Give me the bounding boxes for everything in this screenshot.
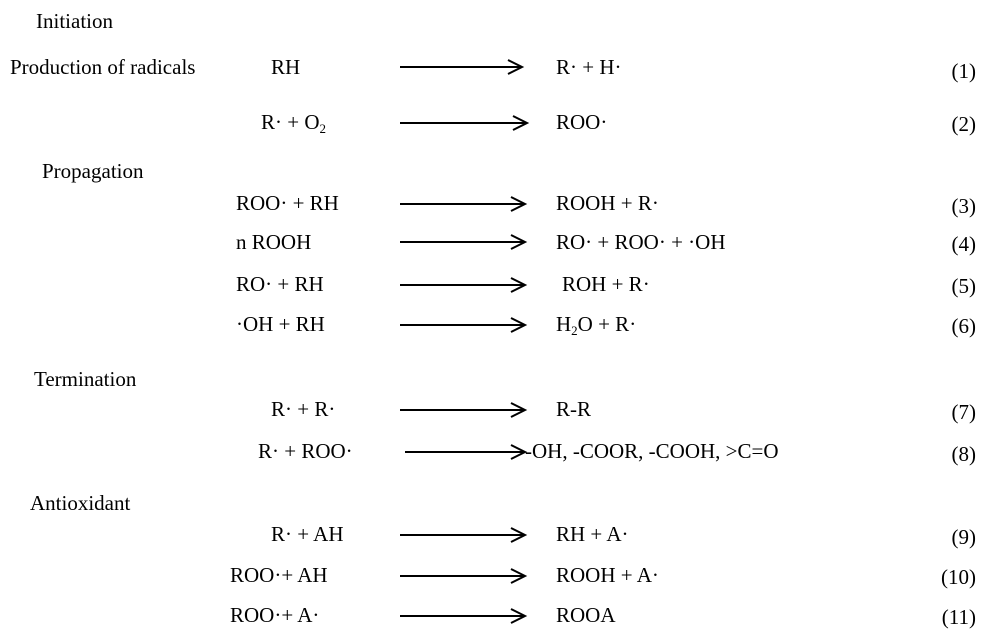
reaction-5-reactant: RO· + RH <box>236 272 324 296</box>
reaction-10-product: ROOH + A· <box>556 563 659 587</box>
arrow-11 <box>400 608 528 624</box>
reaction-6-number: (6) <box>951 314 977 338</box>
reaction-11-reactant: ROO·+ A· <box>230 603 320 627</box>
arrow-4 <box>400 234 528 250</box>
arrow-5 <box>400 277 528 293</box>
arrow-7 <box>400 402 528 418</box>
heading-termination: Termination <box>34 367 137 391</box>
arrow-2 <box>400 115 530 131</box>
arrow-1 <box>400 59 525 75</box>
reaction-6-product: H2O + R· <box>556 312 637 338</box>
reaction-9-reactant: R· + AH <box>271 522 344 546</box>
reaction-7-number: (7) <box>951 400 977 424</box>
reaction-3-reactant: ROO· + RH <box>236 191 339 215</box>
reaction-4-product: RO· + ROO· + ·OH <box>556 230 726 254</box>
reaction-8-number: (8) <box>951 442 977 466</box>
reaction-1-reactant: RH <box>271 55 301 79</box>
reaction-10-number: (10) <box>941 565 976 589</box>
reaction-1-product: R· + H· <box>556 55 622 79</box>
reaction-2-product: ROO· <box>556 110 608 134</box>
heading-propagation: Propagation <box>42 159 144 183</box>
reaction-6-reactant: ·OH + RH <box>236 312 325 336</box>
reaction-7-product: R-R <box>556 397 592 421</box>
reaction-7-reactant: R· + R· <box>271 397 336 421</box>
reaction-4-number: (4) <box>951 232 977 256</box>
arrow-3 <box>400 196 528 212</box>
reaction-2-reactant: R· + O2 <box>261 110 327 136</box>
reaction-5-product: ROH + R· <box>562 272 650 296</box>
reaction-11-number: (11) <box>941 605 976 629</box>
arrow-8 <box>405 444 528 460</box>
reaction-3-product: ROOH + R· <box>556 191 659 215</box>
arrow-10 <box>400 568 528 584</box>
reaction-10-reactant: ROO·+ AH <box>230 563 328 587</box>
reaction-5-number: (5) <box>951 274 977 298</box>
reaction-1-number: (1) <box>951 59 977 83</box>
reaction-9-product: RH + A· <box>556 522 629 546</box>
reaction-3-number: (3) <box>951 194 977 218</box>
heading-antioxidant: Antioxidant <box>30 491 131 515</box>
reaction-2-number: (2) <box>951 112 977 136</box>
reaction-8-product: -OH, -COOR, -COOH, >C=O <box>525 439 779 463</box>
arrow-9 <box>400 527 528 543</box>
production-of-radicals-label: Production of radicals <box>10 55 196 79</box>
arrow-6 <box>400 317 528 333</box>
reaction-9-number: (9) <box>951 525 977 549</box>
reaction-8-reactant: R· + ROO· <box>258 439 353 463</box>
reaction-11-product: ROOA <box>556 603 616 627</box>
heading-initiation: Initiation <box>36 9 113 33</box>
reaction-4-reactant: n ROOH <box>236 230 312 254</box>
